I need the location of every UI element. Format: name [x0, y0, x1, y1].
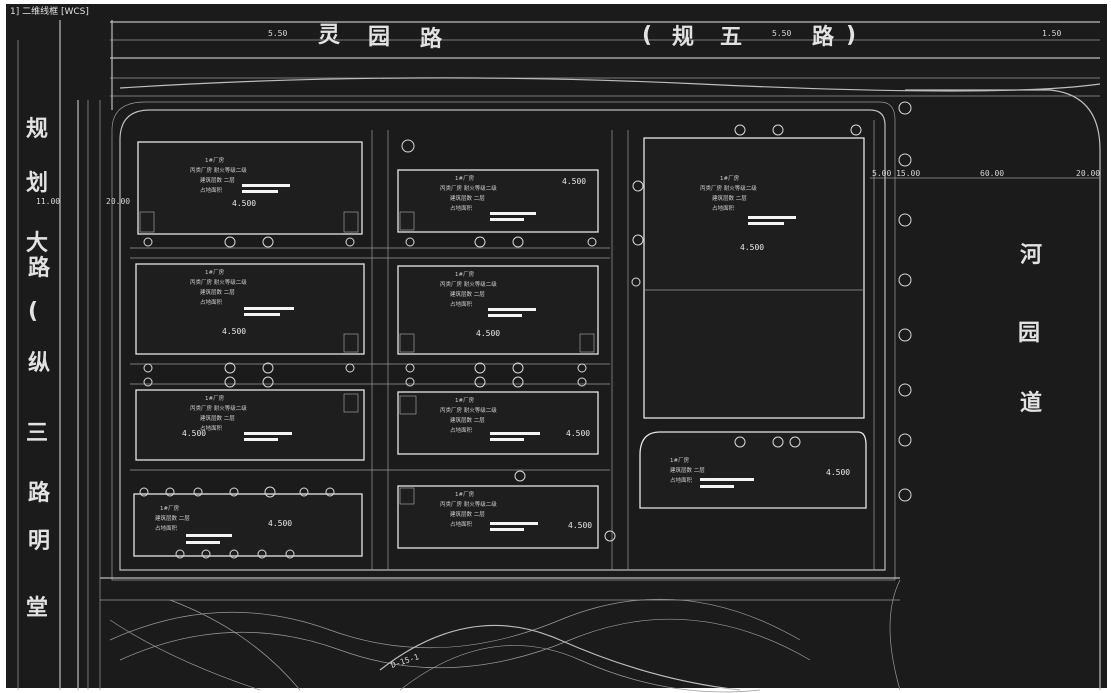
svg-text:建筑层数 二层: 建筑层数 二层: [450, 510, 485, 518]
building-5[interactable]: 1#厂房 丙类厂房 耐火等级二级 建筑层数 二层 占地面积 4.500: [397, 265, 599, 355]
svg-text:建筑层数 二层: 建筑层数 二层: [200, 414, 235, 422]
svg-text:占地面积: 占地面积: [450, 426, 473, 434]
svg-text:1#厂房: 1#厂房: [720, 174, 740, 182]
building-1[interactable]: 1#厂房 丙类厂房 耐火等级二级 建筑层数 二层 占地面积 4.500: [137, 141, 363, 235]
svg-text:道: 道: [1020, 390, 1042, 416]
dimension-labels: 5.50 5.50 1.50 11.00 20.00 5.00 15.00 60…: [36, 29, 1100, 206]
svg-text:5.50: 5.50: [772, 29, 791, 38]
svg-text:丙类厂房 耐火等级二级: 丙类厂房 耐火等级二级: [440, 406, 497, 414]
svg-text:五: 五: [720, 25, 742, 50]
building-10[interactable]: 1#厂房 建筑层数 二层 占地面积 4.500: [639, 431, 867, 509]
svg-text:划: 划: [26, 171, 48, 196]
svg-text:1#厂房: 1#厂房: [205, 156, 225, 164]
svg-text:建筑层数 二层: 建筑层数 二层: [712, 194, 747, 202]
svg-text:4.500: 4.500: [476, 329, 500, 338]
building-4[interactable]: 1#厂房 丙类厂房 耐火等级二级 建筑层数 二层 占地面积 4.500: [135, 263, 365, 355]
svg-text:丙类厂房 耐火等级二级: 丙类厂房 耐火等级二级: [440, 280, 497, 288]
svg-text:丙类厂房 耐火等级二级: 丙类厂房 耐火等级二级: [440, 500, 497, 508]
svg-text:大: 大: [26, 231, 48, 256]
svg-text:园: 园: [368, 25, 390, 50]
svg-text:占地面积: 占地面积: [450, 520, 473, 528]
svg-text:1#厂房: 1#厂房: [670, 456, 690, 464]
north-road-name: 灵 园 路 ( 规 五 路 ): [318, 23, 856, 52]
svg-text:4.500: 4.500: [562, 177, 586, 186]
svg-text:1#厂房: 1#厂房: [205, 268, 225, 276]
svg-text:5.50: 5.50: [268, 29, 287, 38]
svg-text:建筑层数 二层: 建筑层数 二层: [450, 416, 485, 424]
svg-text:1#厂房: 1#厂房: [205, 394, 225, 402]
svg-text:11.00: 11.00: [36, 197, 60, 206]
svg-text:丙类厂房 耐火等级二级: 丙类厂房 耐火等级二级: [440, 184, 497, 192]
building-6[interactable]: 1#厂房 丙类厂房 耐火等级二级 建筑层数 二层 占地面积 4.500: [135, 389, 365, 461]
svg-text:4.500: 4.500: [826, 468, 850, 477]
svg-text:1.50: 1.50: [1042, 29, 1061, 38]
svg-text:规: 规: [26, 117, 48, 142]
river-area: [870, 89, 1101, 691]
svg-text:规: 规: [672, 25, 694, 50]
svg-text:4.500: 4.500: [566, 429, 590, 438]
svg-text:占地面积: 占地面积: [200, 186, 223, 194]
svg-text:4.500: 4.500: [268, 519, 292, 528]
svg-text:(: (: [642, 23, 652, 48]
svg-text:路: 路: [28, 480, 51, 506]
svg-text:1#厂房: 1#厂房: [455, 396, 475, 404]
svg-text:占地面积: 占地面积: [450, 204, 473, 212]
building-2[interactable]: 1#厂房 丙类厂房 耐火等级二级 建筑层数 二层 占地面积 4.500: [397, 169, 599, 233]
svg-text:4.500: 4.500: [232, 199, 256, 208]
svg-text:1#厂房: 1#厂房: [160, 504, 180, 512]
svg-text:4.500: 4.500: [182, 429, 206, 438]
svg-text:占地面积: 占地面积: [450, 300, 473, 308]
svg-text:占地面积: 占地面积: [670, 476, 693, 484]
building-8[interactable]: 1#厂房 建筑层数 二层 占地面积 4.500: [133, 493, 363, 557]
svg-text:明: 明: [28, 529, 50, 554]
site-boundary: [100, 101, 900, 601]
west-road: [17, 20, 113, 690]
svg-text:丙类厂房 耐火等级二级: 丙类厂房 耐火等级二级: [190, 166, 247, 174]
svg-text:4.500: 4.500: [222, 327, 246, 336]
svg-text:丙类厂房 耐火等级二级: 丙类厂房 耐火等级二级: [190, 404, 247, 412]
svg-text:占地面积: 占地面积: [712, 204, 735, 212]
river-name: 河 园 道: [1018, 243, 1042, 416]
svg-text:纵: 纵: [28, 351, 50, 376]
svg-text:占地面积: 占地面积: [200, 424, 223, 432]
building-3[interactable]: 1#厂房 丙类厂房 耐火等级二级 建筑层数 二层 占地面积 4.500: [643, 137, 865, 419]
svg-text:1#厂房: 1#厂房: [455, 174, 475, 182]
viewport-label[interactable]: 1] 二维线框 [WCS]: [10, 5, 89, 17]
west-road-name: 规 划 大 路 ( 纵 三 路 明 堂: [26, 117, 51, 621]
svg-text:三: 三: [26, 421, 48, 446]
svg-text:1#厂房: 1#厂房: [455, 270, 475, 278]
svg-text:河: 河: [1020, 243, 1042, 268]
svg-text:灵: 灵: [318, 23, 340, 48]
svg-text:丙类厂房 耐火等级二级: 丙类厂房 耐火等级二级: [700, 184, 757, 192]
svg-text:路: 路: [812, 24, 835, 50]
svg-text:占地面积: 占地面积: [155, 524, 178, 532]
svg-text:路: 路: [420, 26, 443, 52]
svg-text:建筑层数 二层: 建筑层数 二层: [450, 194, 485, 202]
svg-text:(: (: [28, 299, 38, 324]
building-9[interactable]: 1#厂房 丙类厂房 耐火等级二级 建筑层数 二层 占地面积 4.500: [397, 485, 599, 549]
svg-text:路: 路: [28, 255, 51, 281]
svg-text:建筑层数 二层: 建筑层数 二层: [200, 288, 235, 296]
svg-text:4.500: 4.500: [568, 521, 592, 530]
svg-text:建筑层数 二层: 建筑层数 二层: [670, 466, 705, 474]
svg-text:建筑层数 二层: 建筑层数 二层: [155, 514, 190, 522]
svg-text:20.00: 20.00: [1076, 169, 1100, 178]
building-7[interactable]: 1#厂房 丙类厂房 耐火等级二级 建筑层数 二层 占地面积 4.500: [397, 391, 599, 455]
svg-text:建筑层数 二层: 建筑层数 二层: [450, 290, 485, 298]
svg-text:): ): [846, 23, 856, 48]
svg-text:1#厂房: 1#厂房: [455, 490, 475, 498]
svg-text:占地面积: 占地面积: [200, 298, 223, 306]
tree-symbols: [139, 101, 912, 559]
svg-text:60.00: 60.00: [980, 169, 1004, 178]
svg-text:建筑层数 二层: 建筑层数 二层: [200, 176, 235, 184]
internal-roads: [130, 120, 875, 570]
svg-text:4.500: 4.500: [740, 243, 764, 252]
landscape-curves: [109, 598, 811, 693]
svg-text:5.00 15.00: 5.00 15.00: [872, 169, 920, 178]
svg-text:丙类厂房 耐火等级二级: 丙类厂房 耐火等级二级: [190, 278, 247, 286]
svg-text:20.00: 20.00: [106, 197, 130, 206]
svg-text:园: 园: [1018, 321, 1040, 346]
svg-text:堂: 堂: [26, 596, 48, 621]
